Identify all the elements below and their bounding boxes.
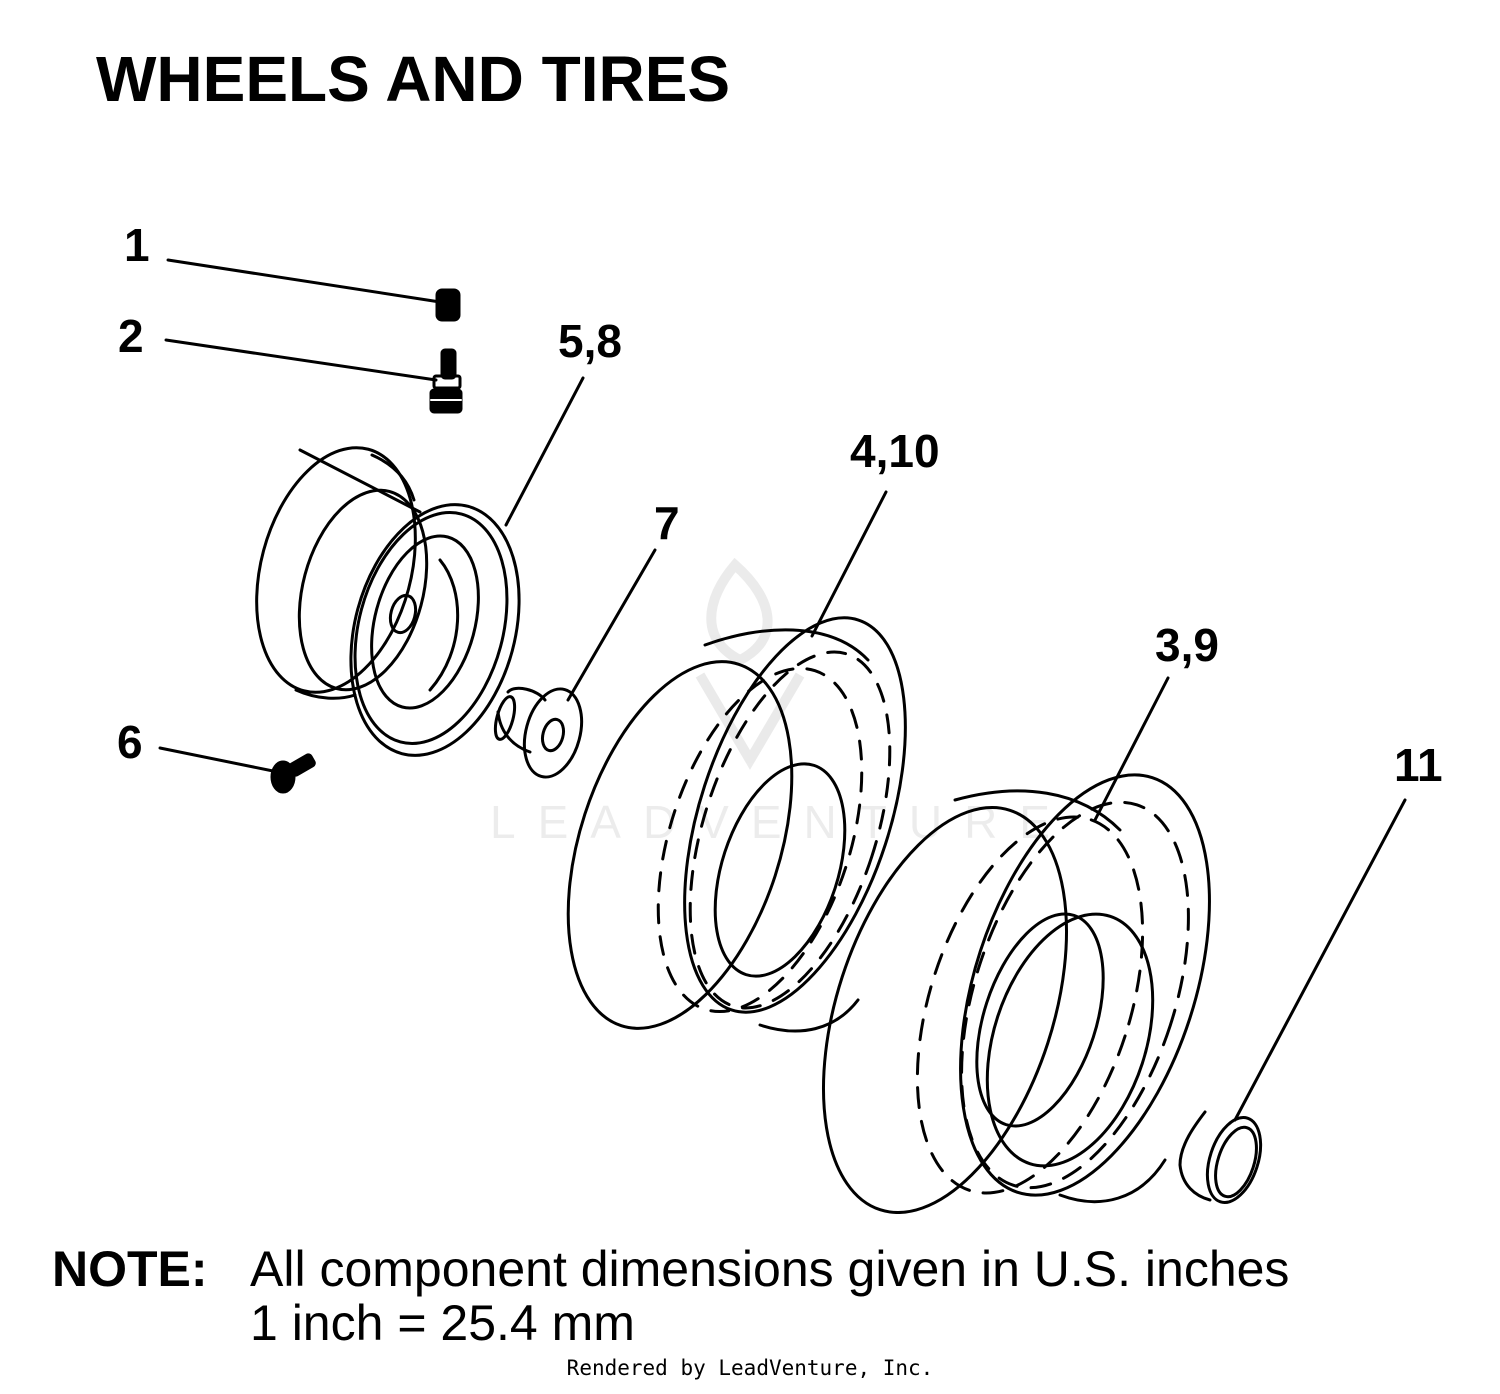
watermark-logo xyxy=(695,557,805,770)
note-line-1: All component dimensions given in U.S. i… xyxy=(250,1241,1290,1297)
part-4-10-front-tire xyxy=(566,616,907,1033)
leader-line-3-9 xyxy=(1093,676,1170,822)
leader-line-11 xyxy=(1233,798,1407,1122)
callout-7: 7 xyxy=(654,497,680,549)
callout-5-8: 5,8 xyxy=(558,315,622,367)
render-credit: Rendered by LeadVenture, Inc. xyxy=(566,1356,934,1380)
leader-line-6 xyxy=(158,746,280,774)
callout-6: 6 xyxy=(117,716,143,768)
callout-11: 11 xyxy=(1394,739,1443,791)
part-7-bushing xyxy=(493,686,584,779)
part-5-8-rim xyxy=(255,446,521,757)
callout-2: 2 xyxy=(118,310,144,362)
callout-1: 1 xyxy=(124,219,150,271)
part-6-bolt xyxy=(270,753,316,794)
note-line-2: 1 inch = 25.4 mm xyxy=(250,1295,635,1351)
callout-4-10: 4,10 xyxy=(850,425,940,477)
part-3-9-rear-tire xyxy=(822,773,1211,1214)
leader-line-5-8 xyxy=(504,376,585,527)
part-1-valve-cap xyxy=(435,288,461,322)
part-2-valve-stem xyxy=(429,348,463,414)
part-11-cap xyxy=(1178,1110,1263,1204)
leader-line-4-10 xyxy=(810,490,888,638)
note-label: NOTE: xyxy=(52,1241,208,1297)
page-title: WHEELS AND TIRES xyxy=(96,43,731,115)
leader-line-7 xyxy=(566,548,657,702)
leader-line-1 xyxy=(166,258,442,304)
callout-3-9: 3,9 xyxy=(1155,619,1219,671)
leader-line-2 xyxy=(164,338,438,382)
